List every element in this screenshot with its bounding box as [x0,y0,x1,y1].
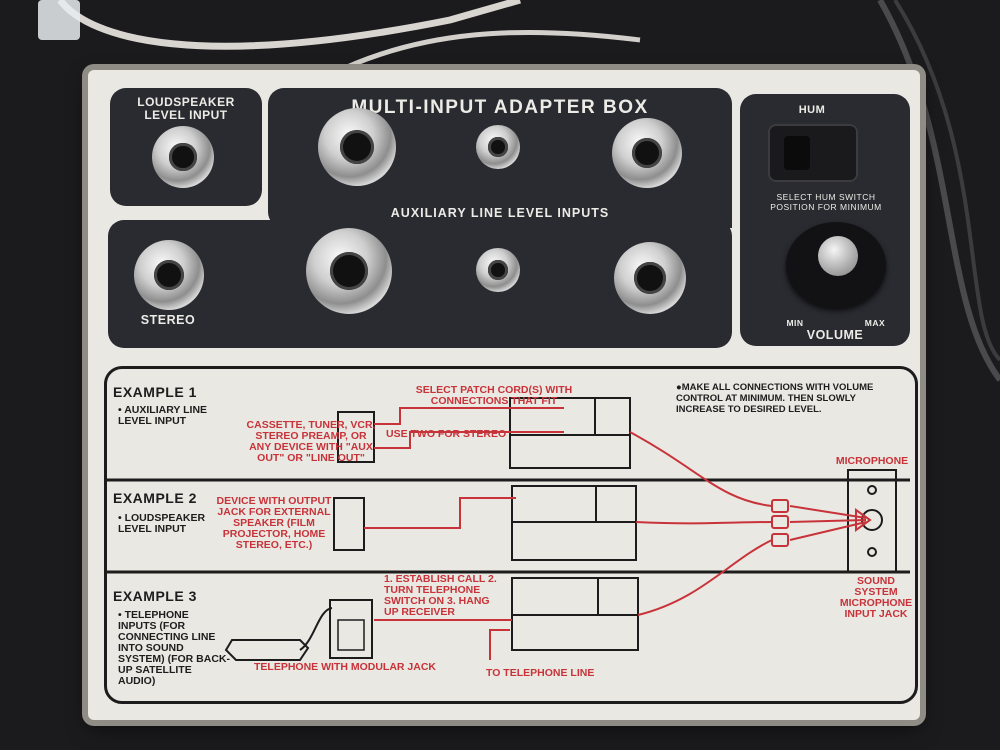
example3-desc: • TELEPHONE INPUTS (FOR CONNECTING LINE … [118,609,230,687]
aux-mini-jack-bottom[interactable] [476,248,520,292]
example1-patch-note: SELECT PATCH CORD(S) WITH CONNECTIONS TH… [415,384,573,407]
volume-min-label: MIN [786,318,804,328]
mic-jack-label: SOUND SYSTEM MICROPHONE INPUT JACK [839,575,913,620]
aux-label: AUXILIARY LINE LEVEL INPUTS [390,206,610,220]
loudspeaker-input-jack[interactable] [152,126,214,188]
example1-device: CASSETTE, TUNER, VCR, STEREO PREAMP, OR … [246,419,376,464]
example2-title: EXAMPLE 2 [113,490,197,506]
stereo-jack[interactable] [134,240,204,310]
aux-rca-jack-top[interactable] [318,108,396,186]
volume-max-label: MAX [864,318,886,328]
volume-knob[interactable] [786,222,886,308]
aux-rca-jack-bottom[interactable] [306,228,392,314]
example2-device: DEVICE WITH OUTPUT JACK FOR EXTERNAL SPE… [216,495,332,551]
hum-label: HUM [798,104,826,116]
example3-line-label: TO TELEPHONE LINE [486,667,595,679]
example1-stereo: USE TWO FOR STEREO [386,428,507,440]
general-note: ●MAKE ALL CONNECTIONS WITH VOLUME CONTRO… [676,382,874,415]
hum-note: SELECT HUM SWITCH POSITION FOR MINIMUM [770,192,882,212]
aux-mini-jack-top[interactable] [476,125,520,169]
aux-quarter-jack-bottom[interactable] [614,242,686,314]
example1-desc: • AUXILIARY LINE LEVEL INPUT [118,404,208,427]
volume-label: VOLUME [806,328,864,342]
panel-title: MULTI-INPUT ADAPTER BOX [351,97,649,118]
example2-desc: • LOUDSPEAKER LEVEL INPUT [118,512,206,535]
microphone-label: MICROPHONE [835,455,909,467]
hum-switch[interactable] [768,124,858,182]
example3-title: EXAMPLE 3 [113,588,197,604]
stereo-label: STEREO [140,313,196,327]
examples-diagram [104,366,918,704]
example3-phone-label: TELEPHONE WITH MODULAR JACK [254,661,436,673]
loudspeaker-label: LOUDSPEAKER LEVEL INPUT [137,95,235,122]
example1-title: EXAMPLE 1 [113,384,197,400]
example3-steps: 1. ESTABLISH CALL 2. TURN TELEPHONE SWIT… [384,573,497,618]
aux-quarter-jack-top[interactable] [612,118,682,188]
